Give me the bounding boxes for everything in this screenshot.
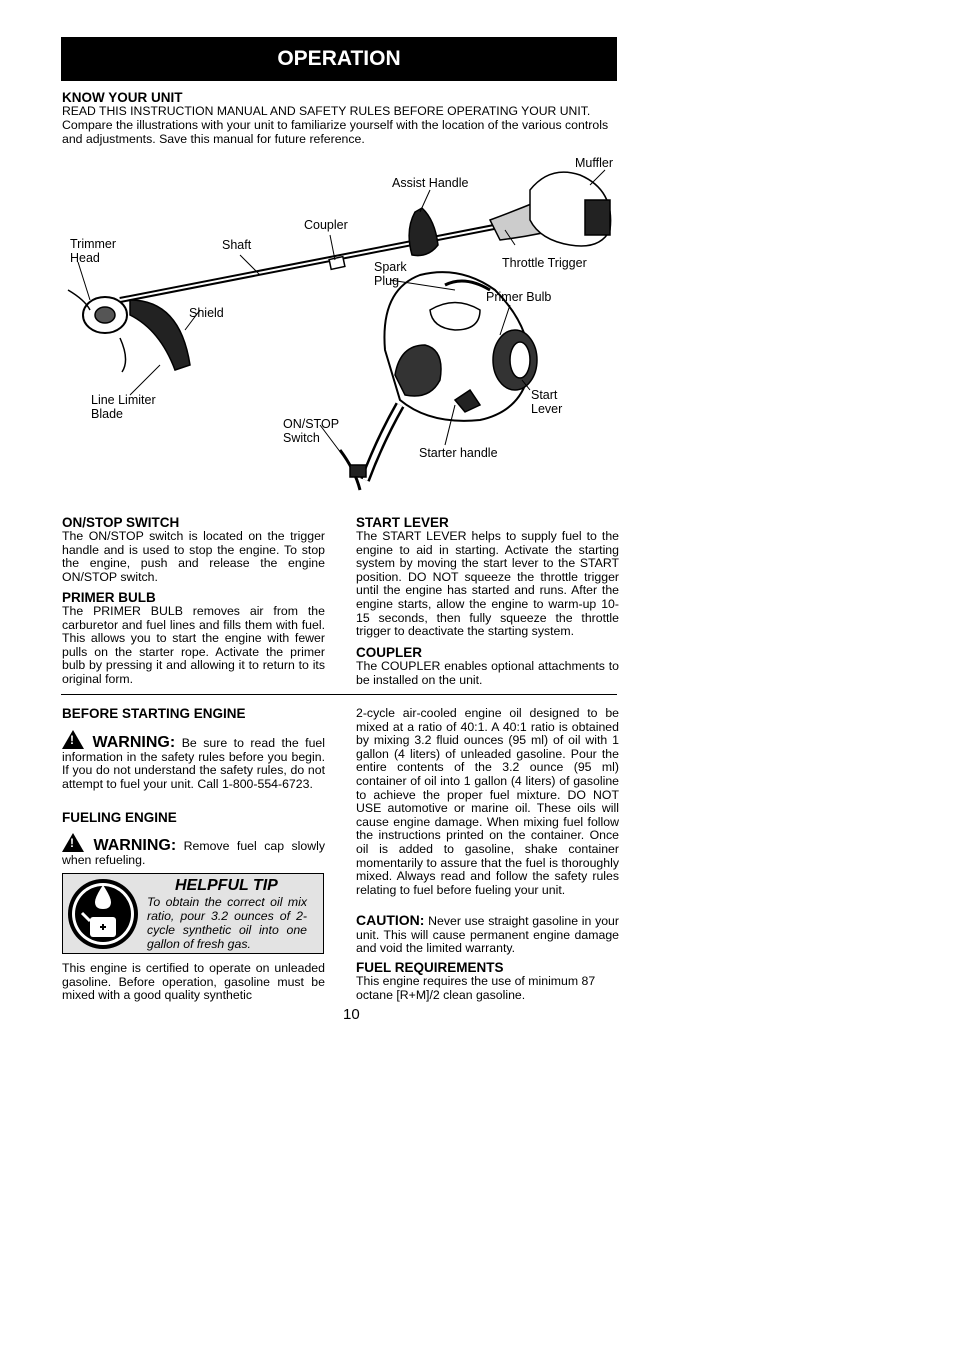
label-on-stop: ON/STOP Switch [283, 417, 340, 445]
section-banner: OPERATION [61, 37, 617, 81]
on-stop-body: The ON/STOP switch is located on the tri… [62, 529, 325, 584]
fueling-warning: WARNING: Remove fuel cap slowly when ref… [62, 833, 325, 867]
caution-label: CAUTION: [356, 912, 425, 928]
fuel-req-heading: FUEL REQUIREMENTS [356, 960, 504, 975]
label-trimmer-head: Trimmer Head [70, 237, 117, 265]
label-coupler: Coupler [304, 218, 348, 232]
fueling-heading: FUELING ENGINE [62, 810, 177, 825]
warning-icon [62, 833, 84, 852]
label-shaft: Shaft [222, 238, 252, 252]
warning-label: WARNING: [92, 734, 176, 751]
fuel-req-body: This engine requires the use of minimum … [356, 974, 596, 1002]
fuel-can-icon [68, 879, 138, 949]
label-spark-plug: Spark Plug [374, 260, 407, 288]
label-start-lever: Start Lever [531, 388, 563, 416]
label-shield: Shield [189, 306, 224, 320]
label-starter-handle: Starter handle [419, 446, 498, 460]
caution-text: Never use straight gasoline in your unit… [356, 914, 619, 956]
section-title: OPERATION [277, 47, 401, 70]
page-number: 10 [343, 1006, 360, 1023]
primer-body: The PRIMER BULB removes air from the car… [62, 604, 325, 686]
label-primer-bulb: Primer Bulb [486, 290, 552, 304]
tip-title: HELPFUL TIP [175, 877, 278, 894]
warning-text: Be sure to read the fuel information in … [62, 736, 325, 791]
start-lever-body: The START LEVER helps to supply fuel to … [356, 529, 619, 639]
know-unit-caps-line: READ THIS INSTRUCTION MANUAL AND SAFETY … [62, 104, 591, 118]
label-assist-handle: Assist Handle [392, 176, 469, 190]
know-unit-body: Compare the illustrations with your unit… [62, 118, 609, 146]
warning-icon [62, 730, 84, 749]
helpful-tip-box: HELPFUL TIP To obtain the correct oil mi… [62, 873, 324, 954]
primer-heading: PRIMER BULB [62, 590, 156, 605]
on-stop-heading: ON/STOP SWITCH [62, 515, 180, 530]
coupler-heading: COUPLER [356, 645, 423, 660]
oil-mix-body: 2-cycle air-cooled engine oil designed t… [356, 706, 619, 897]
before-start-heading: BEFORE STARTING ENGINE [62, 706, 246, 721]
coupler-body: The COUPLER enables optional attachments… [356, 659, 619, 687]
before-start-warning: WARNING: Be sure to read the fuel inform… [62, 730, 325, 791]
warning-text: Remove fuel cap slowly when refueling. [62, 839, 325, 867]
label-throttle-trigger: Throttle Trigger [502, 256, 587, 270]
label-muffler: Muffler [575, 156, 613, 170]
label-line-limiter: Line Limiter Blade [91, 393, 156, 421]
caution-para: CAUTION: Never use straight gasoline in … [356, 912, 619, 956]
know-unit-heading: KNOW YOUR UNIT [62, 90, 183, 105]
certified-body: This engine is certified to operate on u… [62, 961, 325, 1003]
section-divider [61, 694, 617, 695]
warning-label: WARNING: [93, 837, 177, 854]
start-lever-heading: START LEVER [356, 515, 449, 530]
tip-text: To obtain the correct oil mix ratio, pou… [147, 895, 307, 951]
trimmer-diagram [67, 169, 612, 491]
